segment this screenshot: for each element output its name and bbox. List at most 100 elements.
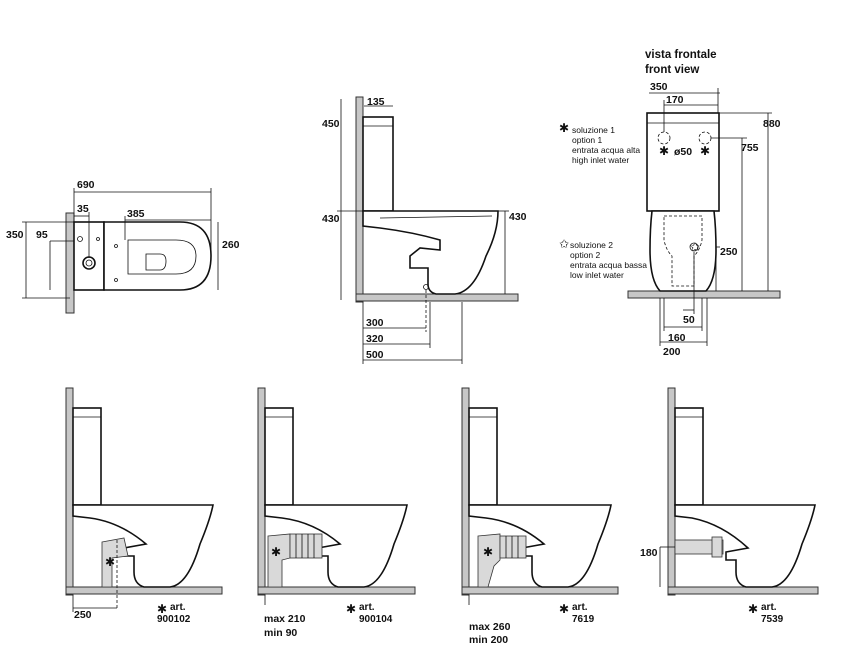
side-view-floor — [355, 293, 519, 302]
dim-50: 50 — [683, 314, 695, 326]
dim-880: 880 — [763, 118, 781, 130]
variant-dim-max: max 210 — [264, 613, 306, 625]
variant-bowl — [674, 504, 816, 588]
dim-350: 350 — [6, 229, 24, 241]
side-view-bowl — [362, 210, 499, 295]
top-view-inlet-inner — [85, 259, 93, 267]
variant-art-label: art. — [359, 602, 375, 613]
variant-bowl — [468, 504, 612, 588]
variant-art-code: 900104 — [359, 614, 393, 625]
option-1-note: ✱ soluzione 1 option 1 entrata acqua alt… — [559, 121, 640, 165]
variant-art-label: art. — [572, 602, 588, 613]
variant-dim-label: 180 — [640, 547, 658, 559]
variant-pan-connector — [477, 533, 501, 588]
top-view-bowl — [103, 221, 212, 291]
dim-500: 500 — [366, 349, 384, 361]
variant-art-label: art. — [170, 602, 186, 613]
front-view-title-it: vista frontale — [645, 49, 717, 61]
variant-900104: ✱ max 210 min 90 ✱ art. 900104 — [257, 387, 416, 639]
top-view-fixing-hole — [114, 278, 118, 282]
variant-flex-pipe — [499, 535, 527, 559]
variant-art-star: ✱ — [559, 602, 569, 616]
top-view-inlet-circle — [82, 256, 96, 270]
option-1-line: entrata acqua alta — [572, 145, 640, 155]
top-view-fixing-hole — [114, 244, 118, 248]
option-2-line: entrata acqua bassa — [570, 260, 647, 270]
dim-385: 385 — [127, 208, 145, 220]
variant-wall — [667, 387, 676, 596]
variant-wall — [65, 387, 74, 596]
dim-430-right: 430 — [509, 211, 527, 223]
top-view-bowl-rim — [127, 239, 197, 275]
variant-floor — [257, 586, 416, 595]
top-view-fixing-hole — [77, 236, 83, 242]
front-view: vista frontale front view 350 170 880 75… — [559, 49, 781, 358]
dim-450: 450 — [322, 118, 340, 130]
star-marker-right: ✱ — [700, 144, 710, 158]
variant-pipe-collar — [711, 536, 723, 558]
variant-900102: ✱ 250 ✱ art. 900102 — [65, 387, 223, 625]
side-view: 135 450 430 430 300 320 500 — [322, 96, 527, 364]
variant-floor — [667, 586, 819, 595]
front-view-tank — [646, 112, 720, 212]
variant-art-star: ✱ — [748, 602, 758, 616]
variant-floor — [65, 586, 223, 595]
dim-350: 350 — [650, 81, 668, 93]
dim-95: 95 — [36, 229, 48, 241]
variant-pan-connector — [267, 533, 291, 588]
variant-pan-connector — [101, 537, 129, 588]
front-view-bowl — [649, 210, 717, 292]
variant-tank — [72, 407, 102, 506]
option-2-line: soluzione 2 — [570, 240, 613, 250]
dim-35: 35 — [77, 203, 89, 215]
side-view-drain-point — [423, 284, 429, 290]
variant-dim-max: max 260 — [469, 621, 511, 633]
variant-7619: ✱ max 260 min 200 ✱ art. 7619 — [461, 387, 619, 646]
variant-art-label: art. — [761, 602, 777, 613]
top-view-fixing-hole — [96, 237, 100, 241]
variant-7539: 180 ✱ art. 7539 — [640, 387, 819, 625]
option-1-line: option 1 — [572, 135, 603, 145]
variant-tank — [674, 407, 704, 506]
dim-320: 320 — [366, 333, 384, 345]
variant-tank — [264, 407, 294, 506]
outline-star-marker: ✩ — [690, 240, 700, 254]
front-view-title-en: front view — [645, 64, 699, 76]
variant-dim-min: min 90 — [264, 627, 297, 639]
variant-art-code: 900102 — [157, 614, 191, 625]
dim-430-left: 430 — [322, 213, 340, 225]
variant-flex-pipe — [289, 533, 323, 559]
dim-260: 260 — [222, 239, 240, 251]
variant-star: ✱ — [105, 555, 115, 569]
variant-star: ✱ — [483, 545, 493, 559]
dim-160: 160 — [668, 332, 686, 344]
dim-135: 135 — [367, 96, 385, 108]
option-1-line: high inlet water — [572, 155, 629, 165]
dim-690: 690 — [77, 179, 95, 191]
variant-art-code: 7619 — [572, 614, 595, 625]
dim-250: 250 — [720, 246, 738, 258]
variant-art-star: ✱ — [346, 602, 356, 616]
variant-wall — [461, 387, 470, 596]
side-view-tank — [362, 116, 394, 212]
variant-bowl — [72, 504, 214, 588]
option-2-line: option 2 — [570, 250, 601, 260]
option-1-line: soluzione 1 — [572, 125, 615, 135]
option-2-marker: ✩ — [559, 237, 569, 251]
option-1-marker: ✱ — [559, 121, 569, 135]
front-view-floor — [627, 290, 781, 299]
dim-170: 170 — [666, 94, 684, 106]
front-view-low-inlet — [689, 242, 699, 252]
dim-755: 755 — [741, 142, 759, 154]
dim-300: 300 — [366, 317, 384, 329]
variant-art-code: 7539 — [761, 614, 784, 625]
variant-dim-label: 250 — [74, 609, 92, 621]
top-view: 690 35 385 350 95 260 — [6, 179, 240, 314]
variant-floor — [461, 586, 619, 595]
dim-200: 200 — [663, 346, 681, 358]
option-2-note: ✩ soluzione 2 option 2 entrata acqua bas… — [559, 237, 647, 280]
side-view-rim — [379, 215, 493, 219]
variant-bowl — [264, 504, 408, 588]
